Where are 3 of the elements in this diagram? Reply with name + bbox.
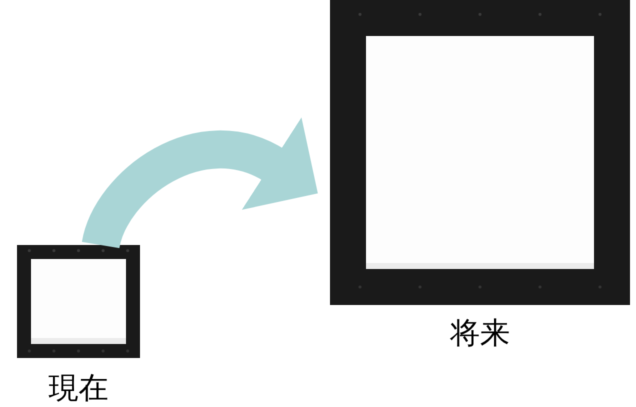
curved-arrow bbox=[82, 114, 320, 250]
picture-caption: 将来 bbox=[450, 319, 510, 349]
picture-caption: 現在 bbox=[48, 374, 108, 404]
